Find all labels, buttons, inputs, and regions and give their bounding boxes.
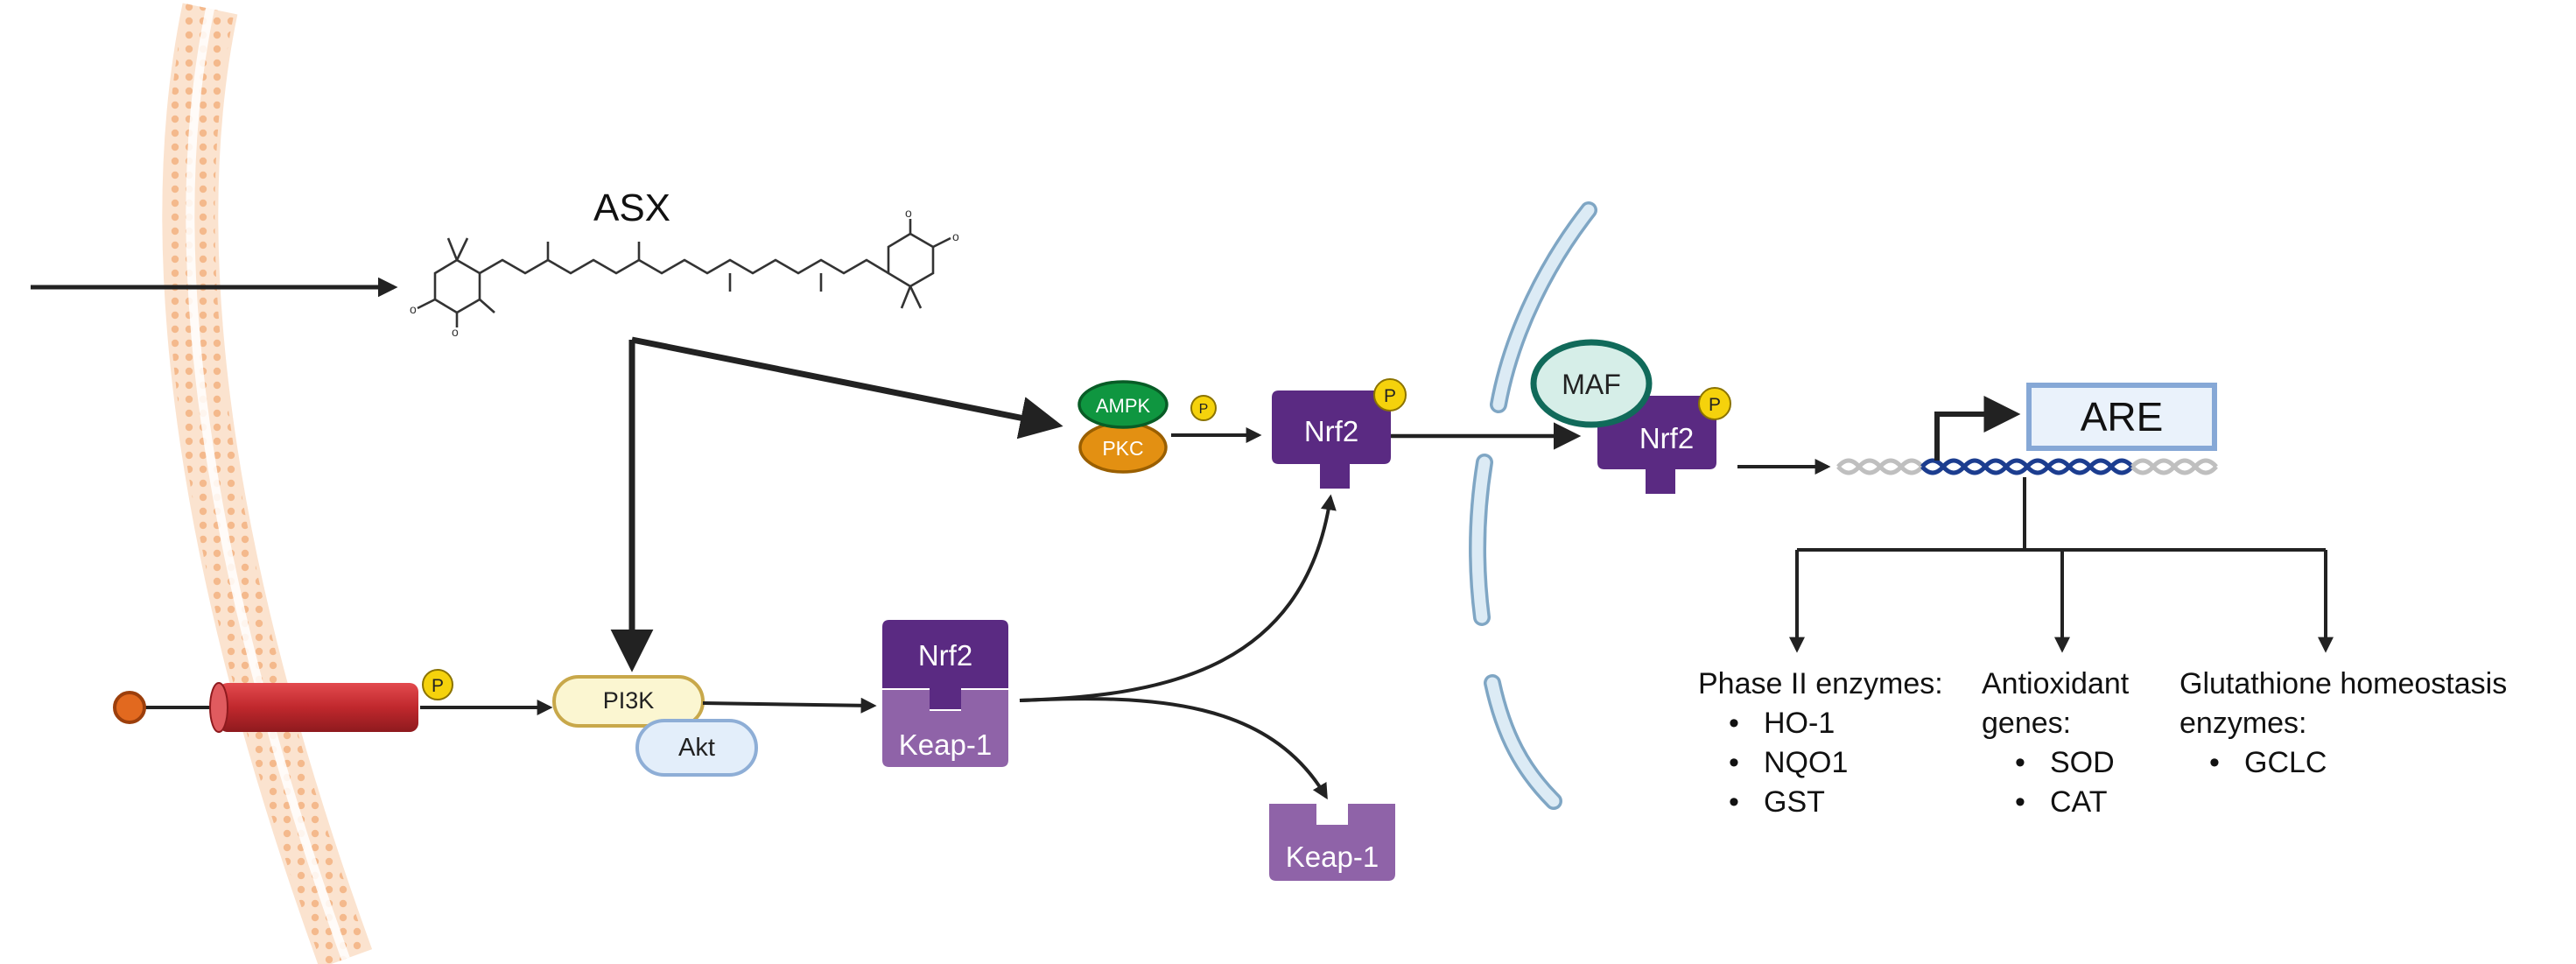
gene-group-title: Antioxidant — [1982, 667, 2130, 700]
nrf2-cyto-label: Nrf2 — [1304, 415, 1358, 447]
asx-label: ASX — [593, 186, 670, 229]
asx-right-ring — [887, 232, 935, 288]
pi3k-to-keap1-arrow — [702, 697, 877, 714]
svg-text:o: o — [410, 302, 417, 316]
maf-node — [1530, 339, 1653, 428]
svg-text:P: P — [1384, 386, 1396, 406]
svg-text:•: • — [2015, 746, 2025, 779]
free-keap1: Keap-1 — [1269, 804, 1395, 881]
svg-text:o: o — [452, 325, 459, 339]
pi3k-label: PI3K — [603, 687, 655, 714]
receptor-phosphate — [422, 669, 453, 700]
pkc-label: PKC — [1102, 437, 1143, 460]
svg-text:P: P — [1199, 402, 1209, 417]
dna-strand — [1836, 458, 2218, 475]
svg-text:•: • — [1729, 746, 1739, 779]
maf-nrf2-complex: Nrf2 P MAF — [1530, 339, 1731, 494]
keap1-bound-label: Keap-1 — [899, 728, 992, 761]
keap1-bound — [882, 690, 1008, 767]
pi3k-akt-complex: PI3K Akt — [552, 675, 758, 777]
ampk-pkc-complex: PKC AMPK P — [1077, 380, 1217, 474]
free-phosphate — [1190, 395, 1217, 421]
svg-text:P: P — [1709, 395, 1721, 415]
pi3k-node — [552, 675, 705, 728]
gene-group-antioxidant: Antioxidant genes: • SOD • CAT — [1982, 667, 2130, 819]
gene-branch-arrows — [1789, 477, 2334, 653]
cell-membrane — [162, 3, 373, 964]
asx-molecule: ASX o o o o — [410, 186, 959, 339]
asx-to-ampk-arrow — [631, 336, 1063, 440]
akt-node — [635, 719, 758, 777]
complex-to-free-keap1-arrow — [1019, 697, 1328, 800]
maf-label: MAF — [1562, 369, 1621, 400]
ligand — [113, 691, 146, 724]
svg-text:•: • — [1729, 707, 1739, 740]
gene-item: HO-1 — [1764, 707, 1835, 740]
complex-to-free-nrf2-arrow — [1019, 494, 1337, 702]
svg-text:o: o — [952, 229, 959, 243]
gene-group-title-line2: enzymes: — [2179, 707, 2307, 740]
nrf2-cyto-phosphate — [1373, 378, 1407, 412]
are-element: ARE — [2026, 383, 2217, 451]
svg-text:•: • — [2209, 746, 2220, 779]
free-keap1-label: Keap-1 — [1286, 841, 1379, 873]
gene-group-title: Glutathione homeostasis — [2179, 667, 2507, 700]
gene-item: SOD — [2050, 746, 2115, 779]
nuclear-envelope — [1469, 201, 1597, 810]
gene-item: NQO1 — [1764, 746, 1848, 779]
akt-label: Akt — [678, 734, 715, 762]
nrf2-phosphorylated: Nrf2 P — [1272, 378, 1407, 489]
asx-left-ring — [433, 258, 481, 314]
nrf2-bound — [882, 620, 1008, 709]
gene-item: CAT — [2050, 785, 2107, 819]
nrf2-nuclear-phosphate — [1698, 387, 1731, 420]
membrane-receptor: P — [113, 669, 453, 733]
gene-group-title-line2: genes: — [1982, 707, 2071, 740]
receptor-cylinder — [219, 683, 418, 732]
nrf2-bound-label: Nrf2 — [918, 639, 972, 672]
gene-item: GCLC — [2244, 746, 2327, 779]
gene-group-phase2: Phase II enzymes: • HO-1 • NQO1 • GST — [1698, 667, 1943, 819]
svg-text:•: • — [1729, 785, 1739, 819]
svg-text:P: P — [432, 676, 444, 696]
nrf2-nuclear-label: Nrf2 — [1639, 422, 1694, 454]
are-label: ARE — [2081, 394, 2164, 440]
nrf2-keap1-complex: Keap-1 Nrf2 — [882, 620, 1008, 767]
gene-group-title: Phase II enzymes: — [1698, 667, 1943, 700]
ampk-label: AMPK — [1096, 395, 1151, 417]
gene-item: GST — [1764, 785, 1825, 819]
transcription-start-arrow — [1934, 396, 2021, 461]
svg-text:•: • — [2015, 785, 2025, 819]
ampk-node — [1077, 380, 1169, 429]
gene-group-glutathione: Glutathione homeostasis enzymes: • GCLC — [2179, 667, 2507, 779]
asx-polyene-chain — [479, 258, 889, 275]
svg-text:o: o — [905, 206, 912, 220]
